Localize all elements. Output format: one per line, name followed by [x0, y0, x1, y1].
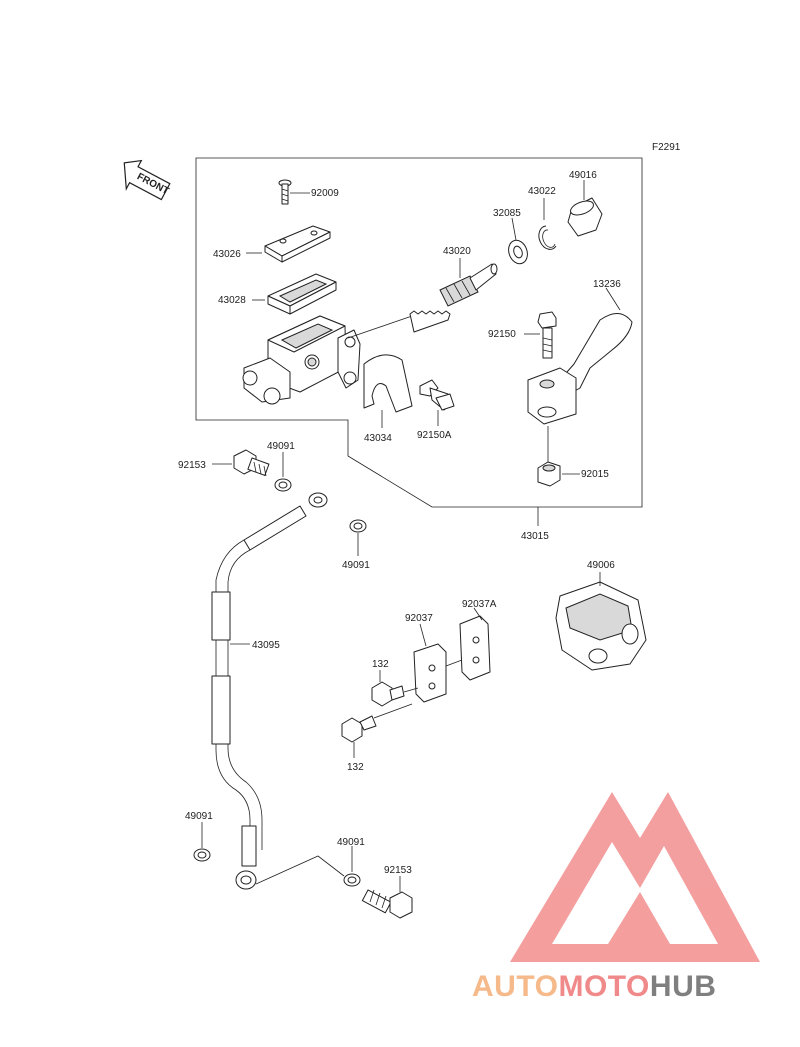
label-49016: 49016	[569, 170, 597, 181]
piston-43020	[409, 258, 498, 333]
banjo-bolt-92153-top	[212, 449, 270, 477]
label-92153-bottom: 92153	[384, 865, 412, 876]
washer-32085	[508, 217, 528, 265]
banjo-bolt-92153-bottom	[361, 876, 413, 919]
label-92037A: 92037A	[462, 599, 497, 610]
brake-hose-43095	[211, 492, 328, 890]
diaphragm-43028	[252, 273, 337, 315]
clamp-43034	[363, 354, 413, 428]
label-43015: 43015	[521, 531, 549, 542]
label-43095: 43095	[252, 640, 280, 651]
label-49006: 49006	[587, 560, 615, 571]
label-92009: 92009	[311, 188, 339, 199]
washer-49091-top	[274, 452, 292, 492]
label-43022: 43022	[528, 186, 556, 197]
label-43028: 43028	[218, 295, 246, 306]
bolt-92150	[524, 311, 557, 359]
screw-92009	[278, 179, 310, 205]
circlip-43022	[538, 198, 557, 250]
label-49091-lowleft: 49091	[185, 811, 213, 822]
watermark-text: AUTOMOTOHUB	[472, 970, 716, 1003]
label-49091-mid: 49091	[342, 560, 370, 571]
label-92150A: 92150A	[417, 430, 452, 441]
assembly-boundary	[195, 157, 643, 508]
bracket-92037	[413, 623, 463, 703]
bolt-132-bottom	[341, 703, 413, 758]
label-43034: 43034	[364, 433, 392, 444]
label-92153-top: 92153	[178, 460, 206, 471]
watermark-hub: HUB	[650, 970, 717, 1003]
boot-49016	[567, 180, 603, 237]
label-49091-top: 49091	[267, 441, 295, 452]
label-132-top: 132	[372, 659, 389, 670]
label-92150: 92150	[488, 329, 516, 340]
label-32085: 32085	[493, 208, 521, 219]
watermark-logo	[510, 792, 760, 962]
bolt-92150A	[419, 379, 455, 426]
label-132-bottom: 132	[347, 762, 364, 773]
label-92015: 92015	[581, 469, 609, 480]
watermark-moto: MOTO	[558, 970, 649, 1003]
switch-housing-49006	[555, 572, 647, 671]
nut-92015	[537, 426, 580, 487]
master-cylinder-body	[242, 315, 413, 405]
figure-code: F2291	[652, 142, 681, 153]
label-43026: 43026	[213, 249, 241, 260]
front-arrow-icon: FRONT	[123, 159, 171, 201]
lever-13236	[527, 287, 633, 425]
bolt-132-top	[371, 670, 419, 707]
label-92037: 92037	[405, 613, 433, 624]
label-13236: 13236	[593, 279, 621, 290]
watermark-auto: AUTO	[472, 970, 558, 1003]
washer-49091-mid	[349, 519, 367, 556]
label-43020: 43020	[443, 246, 471, 257]
washer-49091-lowleft	[193, 822, 211, 862]
washer-49091-lowright	[255, 846, 361, 887]
reservoir-cap-43026	[246, 225, 331, 263]
bracket-92037A	[459, 607, 491, 681]
label-49091-lowright: 49091	[337, 837, 365, 848]
